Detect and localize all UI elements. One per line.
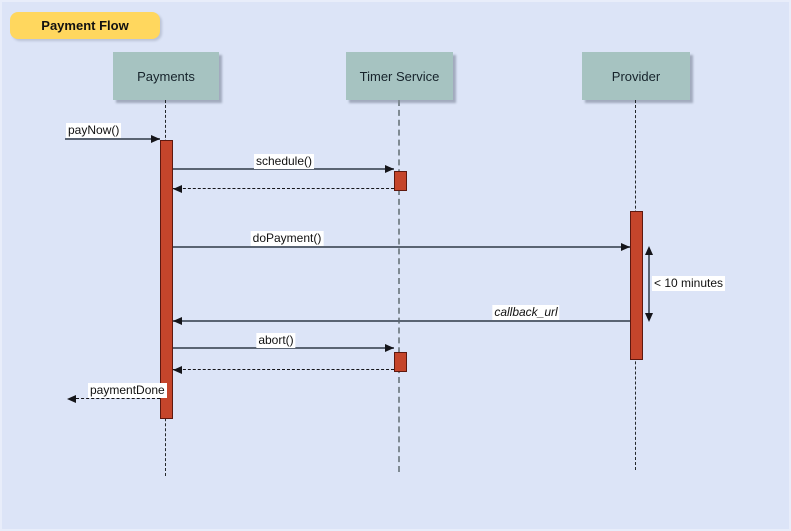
arrowhead-right-icon — [621, 243, 630, 251]
actor-label-timer-service: Timer Service — [359, 68, 440, 84]
activation-timer-1 — [394, 171, 407, 191]
arrowhead-right-icon — [151, 135, 160, 143]
message-line-callback — [173, 320, 630, 322]
message-label-callback: callback_url — [492, 305, 560, 320]
lifeline-timer-service — [398, 100, 400, 472]
message-label-dopayment: doPayment() — [250, 231, 324, 246]
actor-label-payments: Payments — [137, 68, 195, 84]
actor-box-provider: Provider — [582, 52, 690, 100]
arrowhead-down-icon — [645, 313, 653, 322]
message-line-paynow — [65, 138, 160, 140]
actor-box-timer-service: Timer Service — [346, 52, 453, 100]
activation-timer-2 — [394, 352, 407, 372]
arrowhead-left-icon — [173, 317, 182, 325]
actor-label-provider: Provider — [611, 68, 661, 84]
arrowhead-right-icon — [385, 165, 394, 173]
message-label-schedule: schedule() — [253, 154, 315, 169]
message-label-abort: abort() — [256, 333, 296, 348]
duration-label: < 10 minutes — [652, 276, 726, 291]
arrowhead-left-icon — [173, 185, 182, 193]
message-line-paymentdone — [76, 398, 160, 399]
arrowhead-right-icon — [385, 344, 394, 352]
arrowhead-up-icon — [645, 246, 653, 255]
message-label-paynow: payNow() — [66, 123, 122, 138]
actor-box-payments: Payments — [113, 52, 219, 100]
return-line-schedule — [173, 188, 394, 189]
diagram-title-label: Payment Flow — [41, 18, 129, 33]
message-line-abort — [173, 347, 394, 349]
diagram-title: Payment Flow — [10, 12, 160, 39]
activation-payments — [160, 140, 173, 419]
message-line-schedule — [173, 168, 394, 170]
return-line-abort — [173, 369, 394, 370]
arrowhead-left-icon — [67, 395, 76, 403]
message-line-dopayment — [173, 246, 630, 248]
activation-provider — [630, 211, 643, 360]
message-label-paymentdone: paymentDone — [88, 383, 167, 398]
arrowhead-left-icon — [173, 366, 182, 374]
duration-arrow — [648, 254, 650, 318]
